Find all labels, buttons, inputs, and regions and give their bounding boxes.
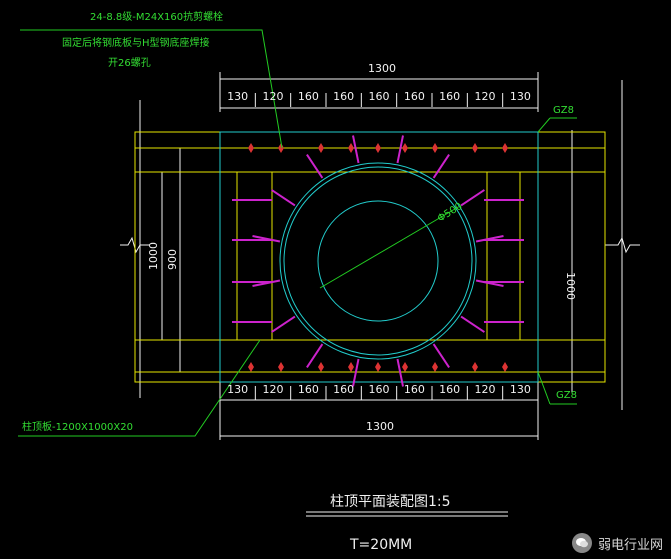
left-inner-dim: 900	[166, 249, 179, 270]
top-total-dim: 1300	[368, 62, 396, 75]
bolt-hole	[318, 143, 324, 153]
bolt-note: 24-8.8级-M24X160抗剪螺栓	[90, 10, 223, 23]
stiffener-rib	[306, 154, 324, 179]
stiffener-rib	[352, 135, 360, 164]
bolt-hole	[432, 143, 438, 153]
bolt-hole	[502, 362, 508, 372]
bolt-hole	[472, 362, 478, 372]
top-segment-dims: 130 120 160 160 160 160 160 120 130	[227, 90, 531, 103]
chat-logo-icon	[571, 533, 592, 553]
top-segment-2: 160	[298, 90, 319, 103]
bottom-segment-4: 160	[369, 383, 390, 396]
bottom-segment-3: 160	[333, 383, 354, 396]
bolt-hole	[248, 143, 254, 153]
stiffener-rib	[460, 315, 485, 333]
top-segment-1: 120	[263, 90, 284, 103]
bottom-segment-8: 130	[510, 383, 531, 396]
top-segment-0: 130	[227, 90, 248, 103]
right-dim: 1000	[564, 272, 577, 300]
watermark: 弱电行业网	[571, 533, 663, 553]
stiffener-rib	[306, 343, 324, 368]
stiffener-rib	[252, 235, 281, 243]
stiffener-rib	[396, 135, 404, 164]
leader-lines	[18, 29, 577, 437]
top-segment-4: 160	[369, 90, 390, 103]
bolt-hole	[432, 362, 438, 372]
bottom-segment-0: 130	[227, 383, 248, 396]
stiffener-rib	[460, 189, 485, 207]
diameter-label: Φ500	[436, 201, 465, 225]
plate-note-line1: 固定后将钢底板与H型钢底座焊接	[62, 36, 210, 49]
bolt-hole	[375, 143, 381, 153]
stiffener-ribs	[232, 135, 524, 387]
stiffener-rib	[396, 358, 404, 387]
stiffener-rib	[271, 189, 296, 207]
gz-top-label: GZ8	[553, 105, 574, 116]
stiffener-rib	[475, 235, 504, 243]
stiffener-rib	[271, 315, 296, 333]
bolt-hole	[348, 143, 354, 153]
bottom-segment-6: 160	[439, 383, 460, 396]
bolt-holes	[248, 143, 508, 372]
stiffener-rib	[352, 358, 360, 387]
bolt-hole	[278, 362, 284, 372]
bolt-hole	[375, 362, 381, 372]
bottom-segment-1: 120	[263, 383, 284, 396]
top-segment-6: 160	[439, 90, 460, 103]
plate-note-line2: 开26螺孔	[108, 57, 151, 69]
dimension-lines	[120, 72, 640, 517]
steel-outline	[134, 131, 606, 383]
bolt-hole	[472, 143, 478, 153]
bolt-hole	[348, 362, 354, 372]
bolt-hole	[278, 143, 284, 153]
bottom-total-dim: 1300	[366, 420, 394, 433]
stiffener-rib	[432, 154, 450, 179]
top-segment-8: 130	[510, 90, 531, 103]
bolt-hole	[318, 362, 324, 372]
column-plate	[219, 131, 539, 383]
top-segment-7: 120	[475, 90, 496, 103]
bottom-segment-dims: 130 120 160 160 160 160 160 120 130	[227, 383, 531, 396]
gz-bottom-label: GZ8	[556, 390, 577, 401]
top-segment-5: 160	[404, 90, 425, 103]
watermark-text: 弱电行业网	[597, 537, 663, 553]
bolt-hole	[502, 143, 508, 153]
stiffener-rib	[252, 279, 281, 287]
stiffener-rib	[432, 343, 450, 368]
left-outer-dim: 1000	[147, 242, 160, 270]
bottom-segment-7: 120	[475, 383, 496, 396]
bottom-segment-2: 160	[298, 383, 319, 396]
stiffener-rib	[475, 279, 504, 287]
bolt-hole	[248, 362, 254, 372]
top-segment-3: 160	[333, 90, 354, 103]
bolt-hole	[402, 143, 408, 153]
bottom-segment-5: 160	[404, 383, 425, 396]
column-plate-note: 柱顶板-1200X1000X20	[22, 420, 133, 433]
thickness-label: T=20MM	[349, 537, 412, 553]
bolt-hole	[402, 362, 408, 372]
drawing-title: 柱顶平面装配图1:5	[330, 494, 451, 510]
